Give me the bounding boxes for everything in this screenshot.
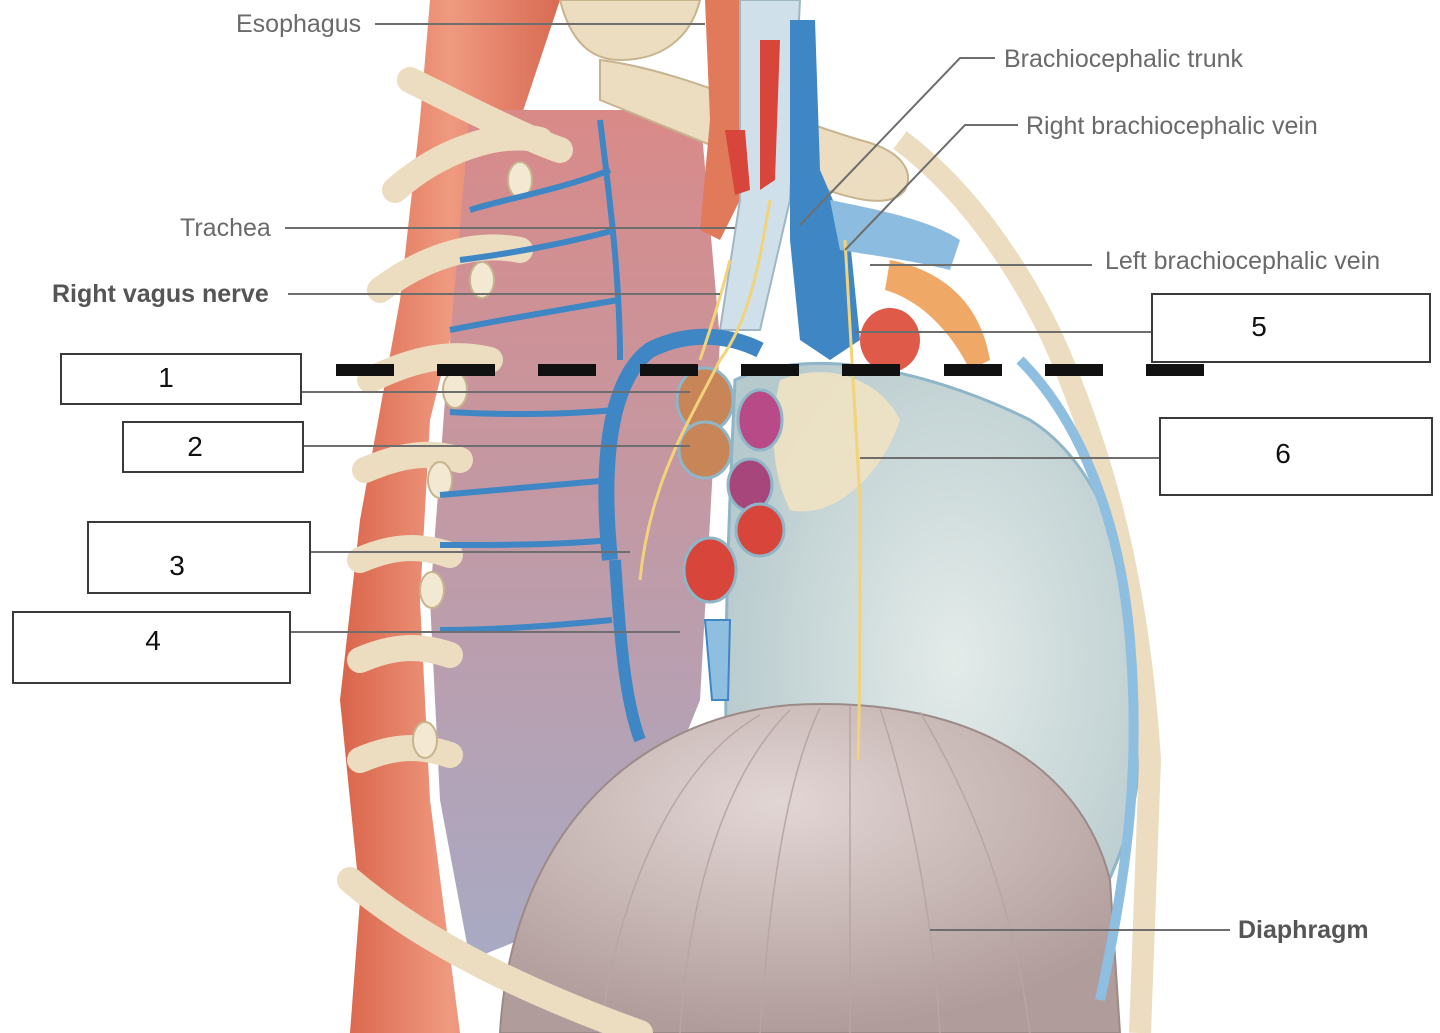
answer-box-2-number: 2	[187, 431, 203, 462]
answer-box-6-number: 6	[1275, 438, 1291, 469]
bronchus-lower	[677, 420, 733, 480]
answer-box-5-number: 5	[1251, 311, 1267, 342]
label-diaphragm: Diaphragm	[1238, 916, 1369, 944]
label-right-vagus-nerve: Right vagus nerve	[52, 280, 269, 308]
answer-box-2[interactable]: 2	[122, 421, 304, 473]
thymic-fat	[885, 260, 990, 370]
answer-box-4-number: 4	[145, 625, 161, 656]
leader-lines	[285, 23, 1230, 931]
subclavian-artery	[760, 40, 780, 190]
structure-labels: Esophagus Brachiocephalic trunk Right br…	[52, 10, 1380, 944]
answer-box-1[interactable]: 1	[60, 353, 302, 405]
vertebra-upper	[558, 0, 702, 62]
answer-box-4[interactable]: 4	[12, 611, 291, 684]
pulmonary-artery-1	[736, 388, 784, 452]
azygos-arch	[598, 328, 764, 561]
lung-hilum	[675, 366, 786, 604]
label-brachiocephalic-trunk: Brachiocephalic trunk	[1004, 45, 1244, 73]
answer-box-3-number: 3	[169, 550, 185, 581]
pericardium-region	[773, 372, 900, 512]
internal-thoracic-vessels	[1016, 356, 1139, 1002]
nerves	[638, 199, 862, 761]
label-right-brachiocephalic-vein: Right brachiocephalic vein	[1026, 112, 1318, 140]
chest-wall-muscle	[340, 0, 560, 1033]
answer-box-3[interactable]: 3	[87, 521, 311, 594]
pulmonary-vein-2	[682, 536, 738, 604]
label-trachea: Trachea	[180, 214, 271, 242]
inferior-vena-cava	[703, 619, 732, 701]
answer-box-1-number: 1	[158, 362, 174, 393]
diaphragm-dome	[498, 703, 1122, 1033]
anterior-costal-margin	[893, 131, 1162, 1033]
posterior-intercostal-veins	[439, 119, 623, 633]
azygos-vein-lower	[609, 559, 646, 743]
right-brachiocephalic-vein-vessel	[790, 20, 860, 360]
aortic-arch-visible	[860, 308, 920, 372]
label-esophagus: Esophagus	[236, 10, 361, 38]
rib-heads	[412, 161, 533, 759]
label-left-brachiocephalic-vein: Left brachiocephalic vein	[1105, 247, 1380, 275]
ribs	[337, 67, 653, 1033]
answer-box-5[interactable]: 5	[1151, 293, 1431, 363]
left-brachiocephalic-vein-vessel	[830, 200, 960, 270]
pulmonary-vein-1	[734, 502, 786, 558]
thorax-illustration	[337, 0, 1162, 1033]
answer-box-6[interactable]: 6	[1159, 417, 1433, 496]
brachiocephalic-trunk-vessel	[725, 130, 750, 195]
diaphragm-striations	[599, 706, 1031, 1033]
